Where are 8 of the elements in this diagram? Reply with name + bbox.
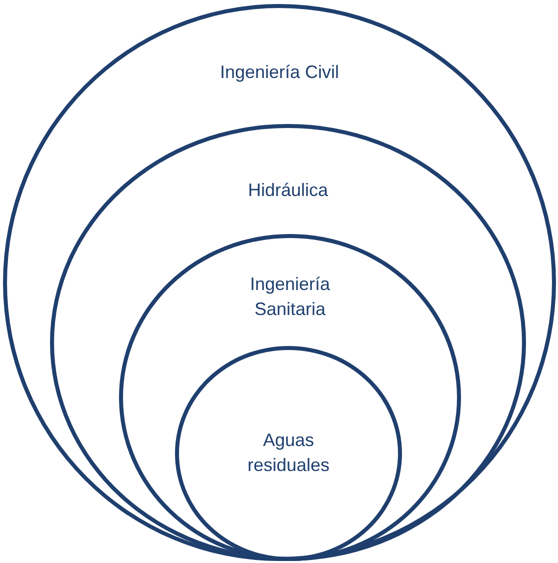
- node-label: Aguas residuales: [246, 429, 331, 477]
- node-label: Hidráulica: [246, 179, 330, 202]
- ellipse-node: [119, 234, 461, 561]
- ellipse-node: [3, 4, 556, 561]
- node-label: Ingeniería Sanitaria: [248, 273, 332, 321]
- ellipse-node: [175, 346, 402, 561]
- ellipse-node: [50, 124, 526, 561]
- node-label: Ingeniería Civil: [218, 61, 340, 84]
